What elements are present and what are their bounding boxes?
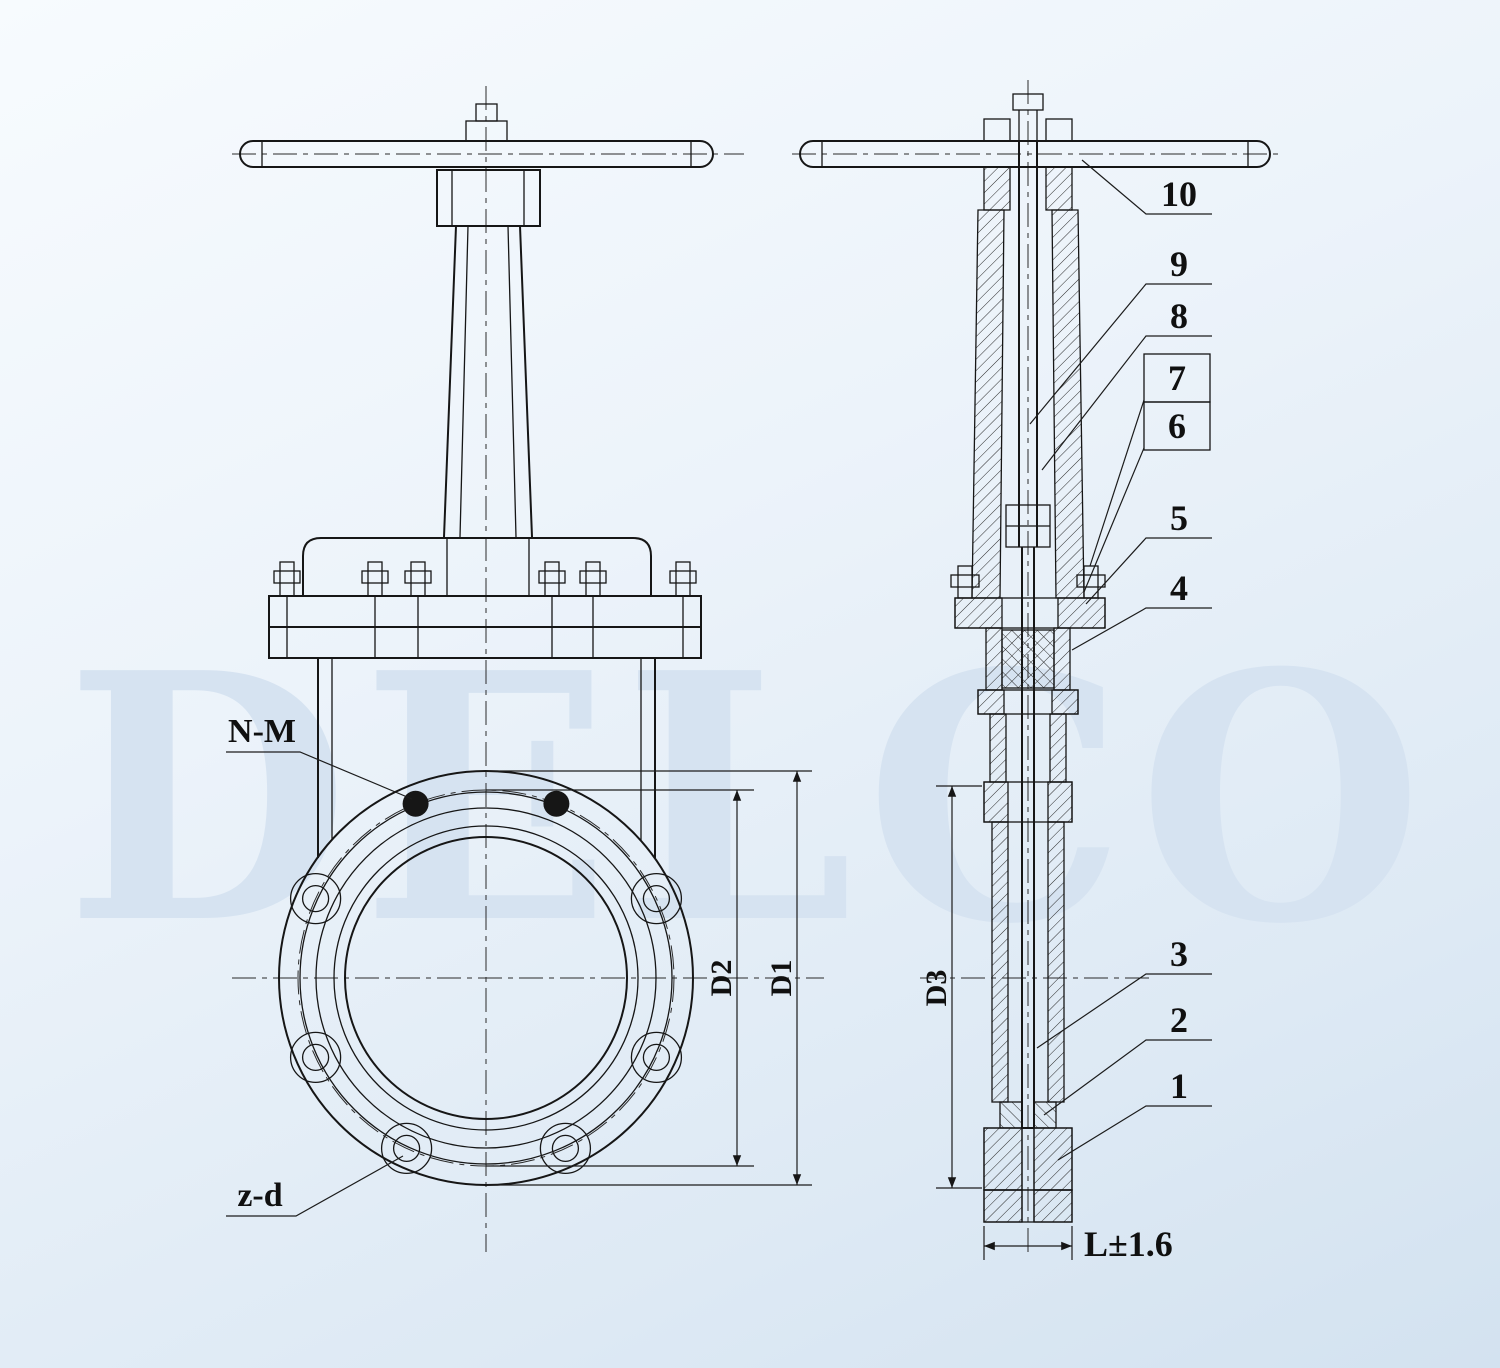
- packing-section: [1001, 629, 1055, 689]
- bolt-pattern-callout: N-M: [226, 713, 413, 800]
- callout-4: 4: [1071, 568, 1212, 651]
- yoke-column-front: [443, 225, 533, 538]
- callout-8-label: 8: [1170, 296, 1188, 336]
- handwheel-front: [239, 103, 714, 227]
- dim-label-d3: D3: [920, 970, 953, 1007]
- callout-9-label: 9: [1170, 244, 1188, 284]
- callout-8: 8: [1041, 296, 1212, 471]
- callout-2-label: 2: [1170, 1000, 1188, 1040]
- callout-2: 2: [1043, 1000, 1212, 1116]
- dimension-length: L±1.6: [983, 1224, 1173, 1264]
- callout-3: 3: [1036, 934, 1212, 1049]
- handwheel-side: [799, 93, 1271, 211]
- seat-section: [999, 1101, 1023, 1129]
- callout-10: 10: [1081, 159, 1212, 215]
- callout-3-label: 3: [1170, 934, 1188, 974]
- dim-label-d1: D1: [765, 960, 798, 997]
- watermark-text: DELCO: [65, 600, 1435, 999]
- yoke-section: [971, 209, 1085, 599]
- callout-1-label: 1: [1170, 1066, 1188, 1106]
- part-callouts: 10 9 8 7 6 5 4 3: [1029, 159, 1212, 1161]
- callout-10-label: 10: [1161, 174, 1197, 214]
- callout-6: 6: [1083, 401, 1211, 593]
- dim-label-d2: D2: [705, 960, 738, 997]
- body-neck-section: [977, 689, 1079, 783]
- callout-7-label: 7: [1168, 358, 1186, 398]
- callout-4-label: 4: [1170, 568, 1188, 608]
- bolt-pattern-label: N-M: [228, 713, 296, 750]
- callout-7: 7: [1089, 353, 1211, 567]
- gland-bolts-front: [273, 561, 697, 597]
- bolt-hole-filled: [402, 790, 429, 817]
- callout-1: 1: [1057, 1066, 1212, 1161]
- body-section: [983, 781, 1073, 1223]
- front-view: D2 D1 N-M z-d: [226, 86, 824, 1252]
- bonnet-front: [268, 537, 702, 659]
- drain-hole-callout: z-d: [226, 1155, 404, 1217]
- body-neck-front: [317, 658, 656, 858]
- flange-bolt-holes: [289, 790, 683, 1175]
- callout-9: 9: [1029, 244, 1212, 425]
- callout-5-label: 5: [1170, 498, 1188, 538]
- side-view: D3 L±1.6: [792, 80, 1284, 1264]
- front-centerlines: [232, 86, 824, 1252]
- dimension-d1-d2: D2 D1: [486, 770, 812, 1186]
- packing-box: [985, 627, 1071, 691]
- bolt-hole-filled: [543, 790, 570, 817]
- drain-hole-label: z-d: [237, 1177, 282, 1214]
- dim-label-length: L±1.6: [1084, 1224, 1173, 1264]
- stem: [1005, 141, 1051, 548]
- gland-assembly: [950, 565, 1106, 629]
- callout-5: 5: [1085, 498, 1212, 605]
- callout-6-label: 6: [1168, 406, 1186, 446]
- dimension-d3: D3: [920, 785, 982, 1189]
